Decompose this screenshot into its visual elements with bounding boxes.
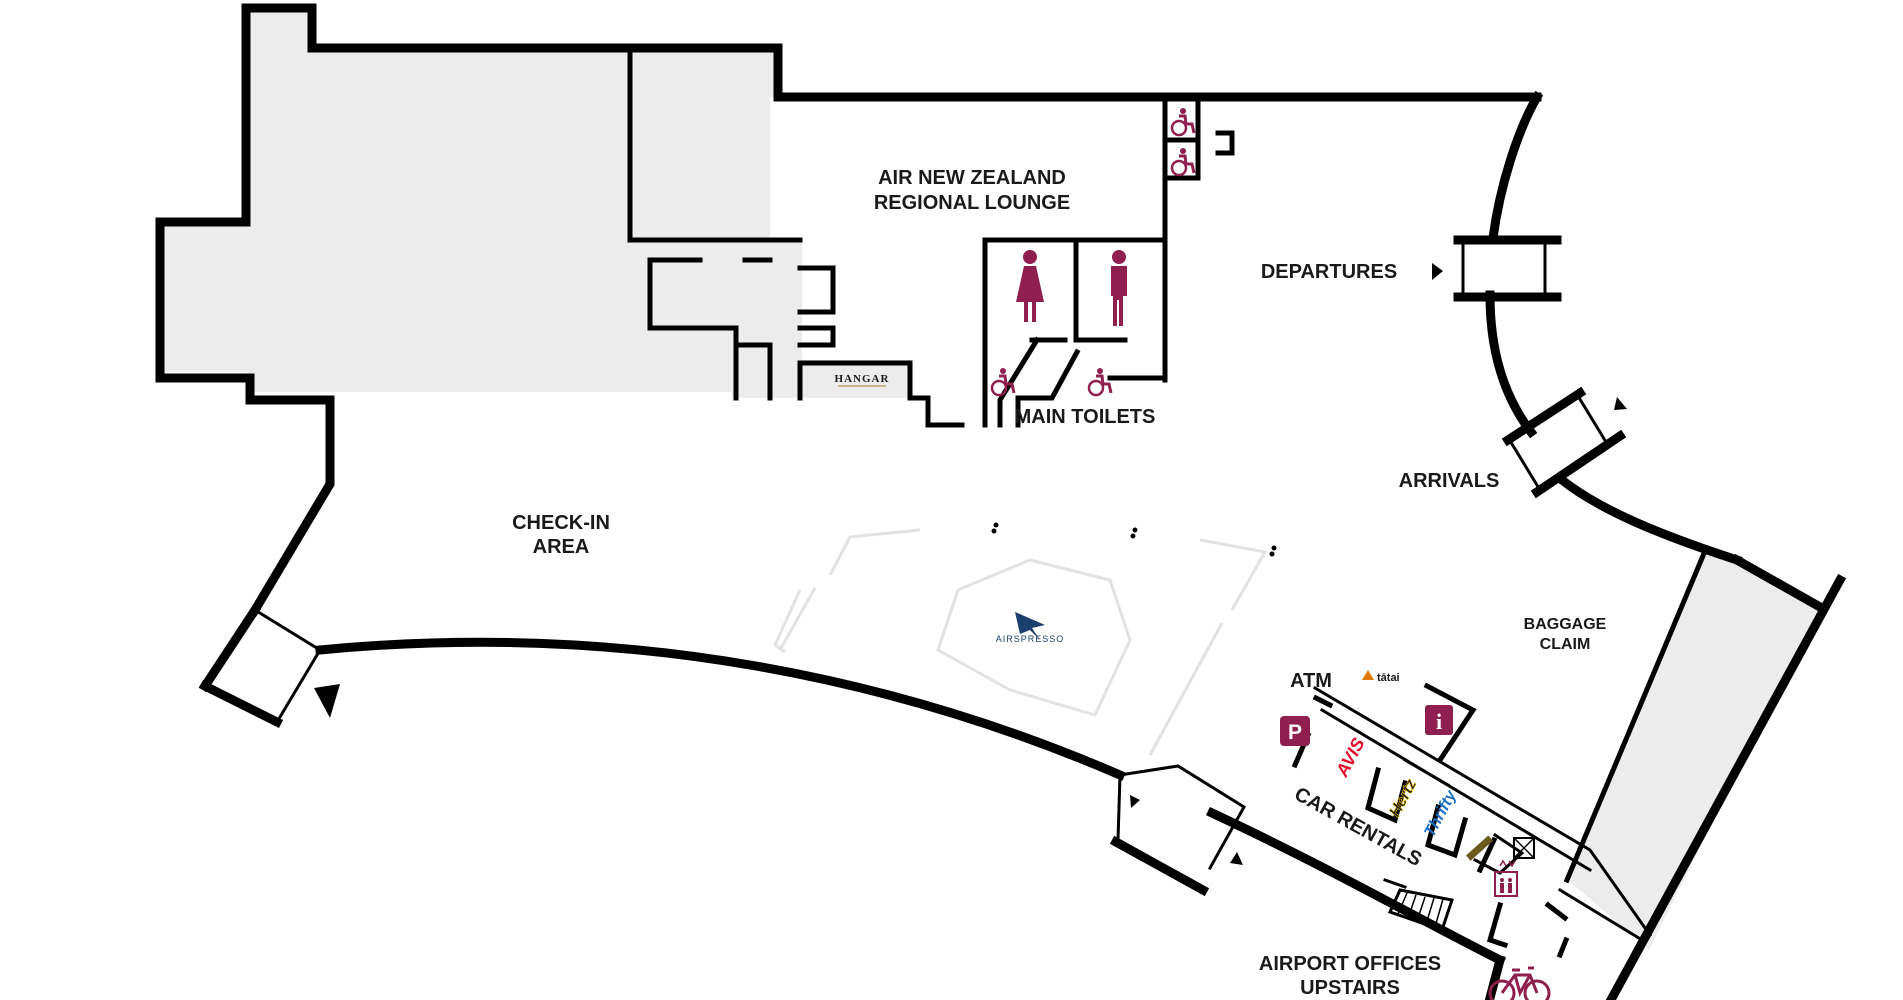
front-arrow-2-icon (1230, 852, 1243, 865)
inner-walls (627, 47, 1235, 428)
direction-arrows (314, 263, 1627, 865)
baggage-belt-area (1568, 551, 1819, 950)
offices-label-line1: AIRPORT OFFICES (1259, 953, 1441, 975)
info-booth: i (1423, 682, 1477, 764)
checkin-left-door[interactable] (252, 607, 323, 725)
avis-logo: AVIS (1331, 735, 1368, 781)
checkin-label-line2: AREA (533, 536, 590, 558)
arrivals-door[interactable] (1501, 386, 1627, 499)
bicycle-icon (1488, 966, 1551, 1000)
departures-door[interactable] (1453, 235, 1562, 302)
checkin-counters (773, 528, 1268, 756)
svg-text:tātai: tātai (1377, 672, 1400, 684)
hertz-logo: Hertz (1387, 777, 1421, 820)
stairs-icon (1383, 878, 1454, 932)
svg-text:i: i (1436, 709, 1442, 734)
seating-dots (991, 522, 1277, 557)
checkin-arrow-icon (314, 684, 340, 718)
front-arrow-icon (1130, 795, 1140, 808)
parking-icon: P (1280, 716, 1310, 746)
lounge-label-line1: AIR NEW ZEALAND (878, 167, 1066, 189)
thrifty-logo: Thrifty (1422, 787, 1461, 840)
departures-label: DEPARTURES (1261, 261, 1397, 283)
atm-label: ATM (1290, 670, 1332, 692)
car-rental-counters (1291, 694, 1525, 875)
lounge-label-line2: REGIONAL LOUNGE (874, 192, 1070, 214)
baggage-label-line2: CLAIM (1540, 636, 1591, 653)
elevator-icon (1494, 859, 1518, 897)
male-toilet-icon (1111, 250, 1127, 326)
airspresso-logo: AIRSPRESSO (996, 612, 1065, 644)
outer-walls (155, 3, 1847, 1000)
lift-shaft (1486, 901, 1570, 959)
female-toilet-icon (1016, 250, 1044, 322)
baggage-label-line1: BAGGAGE (1524, 616, 1607, 633)
lift-icon (1513, 837, 1535, 859)
main-toilets-label: MAIN TOILETS (1015, 406, 1156, 428)
hangar-logo: HANGAR (835, 373, 890, 387)
accessible-toilet-icon (990, 108, 1196, 397)
offices-label-line2: UPSTAIRS (1300, 977, 1400, 999)
baggage-belt (1312, 547, 1709, 943)
arrivals-label: ARRIVALS (1399, 470, 1500, 492)
svg-text:HANGAR: HANGAR (835, 373, 890, 385)
tatai-logo: tātai (1362, 670, 1400, 684)
rental-logo-4 (1465, 835, 1493, 861)
svg-text:P: P (1288, 721, 1302, 744)
info-icon (1425, 705, 1453, 735)
svg-text:AIRSPRESSO: AIRSPRESSO (996, 634, 1065, 644)
front-door[interactable] (1116, 764, 1247, 871)
arrivals-arrow-icon (1614, 397, 1627, 410)
departures-arrow-icon (1432, 263, 1443, 280)
checkin-label-line1: CHECK-IN (512, 512, 610, 534)
back-of-house-area (160, 8, 910, 398)
